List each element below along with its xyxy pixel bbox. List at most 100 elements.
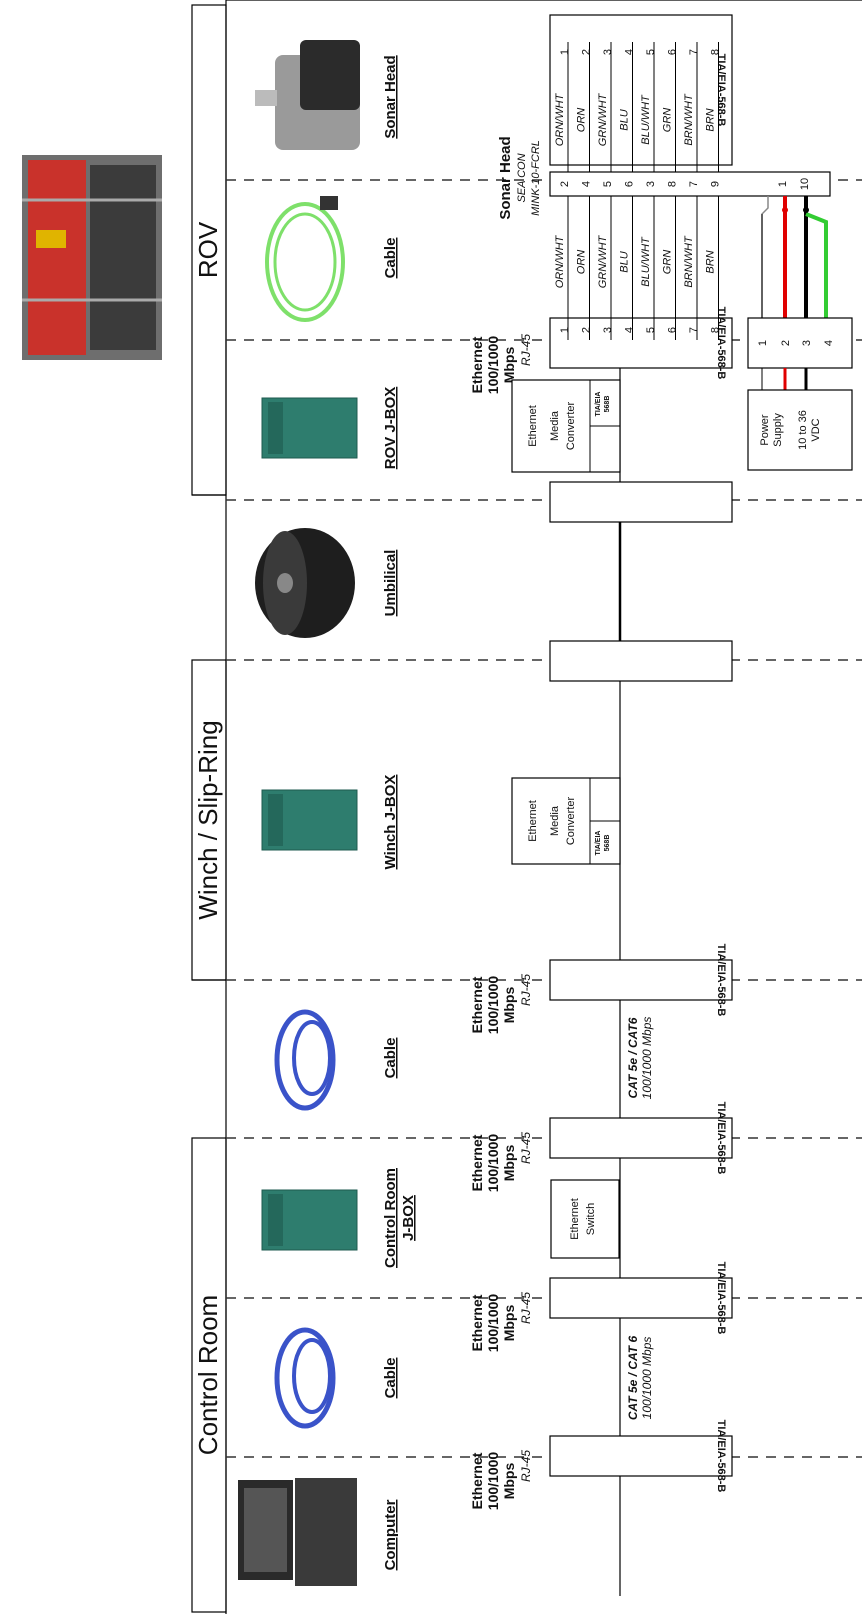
component-label-cable-rov: Cable [382, 238, 399, 279]
rov-media-converter: Ethernet Media Converter TIA/EIA 568B [512, 368, 620, 472]
ethernet-line2: 100/1000 [485, 336, 501, 395]
tia-connector-box [550, 960, 732, 1000]
tia-connector-label: TIA/EIA-568-B [715, 1262, 727, 1335]
pin-number-sonar-mink: 6 [624, 181, 636, 187]
switch-line1: Ethernet [569, 1198, 581, 1240]
tia-connector-box [550, 1118, 732, 1158]
section-title-rov: ROV [193, 221, 223, 278]
power-terminal-number: 1 [757, 340, 769, 346]
pin-number-rov-tia: 8 [710, 327, 722, 333]
pin-number-sonar-tia: 5 [645, 49, 657, 55]
pin-number-sonar-mink: 9 [710, 181, 722, 187]
cable-spec-control-line1: CAT 5e / CAT 6 [626, 1336, 640, 1421]
umbilical-termination-rov [550, 482, 732, 522]
pin-color-upper: BRN [705, 108, 717, 131]
pin-number-rov-tia: 3 [602, 327, 614, 333]
pin-number-rov-tia: 4 [624, 327, 636, 333]
ethernet-line2: 100/1000 [485, 1452, 501, 1511]
sonar-tia-label: TIA/EIA-568-B [715, 54, 727, 127]
pin-color-upper: GRN/WHT [597, 92, 609, 146]
ethernet-switch: Ethernet Switch [551, 1180, 619, 1258]
power-terminal-number: 3 [801, 340, 813, 346]
umbilical-termination-winch [550, 641, 732, 681]
sonar-head-icon [255, 40, 360, 150]
pin-color-upper: ORN/WHT [554, 92, 566, 146]
blue-cable-icon [277, 1012, 333, 1108]
pin-number-rov-tia: 6 [667, 327, 679, 333]
tia-connector-label: TIA/EIA-568-B [715, 944, 727, 1017]
component-label-cable-winch: Cable [382, 1038, 399, 1079]
component-label-winch-jbox: Winch J-BOX [382, 775, 399, 870]
component-label-sonar-head: Sonar Head [382, 55, 399, 138]
ethernet-line2: 100/1000 [485, 1294, 501, 1353]
pin-number-rov-tia: 5 [645, 327, 657, 333]
component-label-cable-control: Cable [382, 1358, 399, 1399]
green-cable-icon [267, 196, 343, 320]
pin-color-lower: ORN [576, 250, 588, 275]
umbilical-reel-icon [255, 528, 355, 638]
ethernet-line3: Mbps [501, 1145, 517, 1182]
rov-tia-connector [550, 318, 732, 368]
pin-color-lower: GRN/WHT [597, 234, 609, 288]
winch-mc-port1: TIA/EIA [595, 831, 602, 856]
winch-mc-port2: 568B [604, 835, 611, 852]
ethernet-line3: Mbps [501, 1305, 517, 1342]
rj45-label: RJ-45 [519, 1132, 533, 1164]
power-terminal-number: 4 [823, 340, 835, 346]
section-title-winch: Winch / Slip-Ring [193, 720, 223, 919]
rov-mc-port1: TIA/EIA [595, 392, 602, 417]
pin-number-sonar-mink: 7 [688, 181, 700, 187]
rov-mc-line2: Media [549, 410, 561, 441]
power-wires-lower [762, 368, 806, 390]
power-terminal-number: 2 [780, 340, 792, 346]
component-label-control-jbox-2: J-BOX [400, 1195, 417, 1241]
tia-connector-label: TIA/EIA-568-B [715, 1420, 727, 1493]
ethernet-line3: Mbps [501, 987, 517, 1024]
rov-mc-line1: Ethernet [527, 405, 539, 447]
pin-color-upper: ORN [576, 108, 588, 133]
ethernet-line2: 100/1000 [485, 1134, 501, 1193]
pin-color-upper: BLU [619, 109, 631, 130]
pin-number-power: 10 [799, 178, 811, 190]
pin-color-upper: GRN [662, 108, 674, 133]
pin-color-lower: BRN/WHT [683, 235, 695, 288]
cable-spec-winch-line2: 100/1000 Mbps [640, 1017, 654, 1100]
pin-number-sonar-tia: 6 [667, 49, 679, 55]
pin-color-upper: BLU/WHT [640, 94, 652, 145]
jbox-icon [262, 790, 357, 850]
component-label-control-jbox-1: Control Room [382, 1168, 399, 1268]
rov-mc-port2: 568B [604, 396, 611, 413]
component-label-umbilical: Umbilical [382, 550, 399, 617]
sonar-connector-title: Sonar Head [497, 136, 514, 219]
ethernet-line1: Ethernet [469, 976, 485, 1033]
rov-vehicle-icon [22, 155, 162, 360]
component-label-computer: Computer [382, 1499, 399, 1570]
ethernet-line1: Ethernet [469, 1294, 485, 1351]
pin-number-power: 1 [777, 181, 789, 187]
pin-number-sonar-mink: 5 [602, 181, 614, 187]
tia-connector-box [550, 1278, 732, 1318]
rj45-label: RJ-45 [519, 1450, 533, 1482]
power-supply-line3: 10 to 36 [797, 410, 809, 450]
pin-color-upper: BRN/WHT [683, 93, 695, 146]
cable-spec-winch-line1: CAT 5e / CAT6 [626, 1017, 640, 1098]
pin-number-rov-tia: 2 [581, 327, 593, 333]
laptop-icon [238, 1478, 357, 1586]
tia-connector-box [550, 1436, 732, 1476]
pin-color-lower: BLU [619, 251, 631, 272]
rov-mc-line3: Converter [565, 402, 577, 451]
power-supply-line2: Supply [772, 413, 784, 447]
winch-mc-line1: Ethernet [527, 800, 539, 842]
winch-mc-line2: Media [549, 805, 561, 836]
pin-number-sonar-tia: 1 [559, 49, 571, 55]
pin-color-lower: BRN [705, 250, 717, 273]
pin-number-sonar-mink: 4 [581, 181, 593, 187]
sonar-connector-maker: SEA CON [516, 153, 528, 202]
tia-connector-label: TIA/EIA-568-B [715, 1102, 727, 1175]
pin-number-sonar-tia: 7 [688, 49, 700, 55]
blue-cable-icon [277, 1330, 333, 1426]
ethernet-line1: Ethernet [469, 1134, 485, 1191]
jbox-icon [262, 1190, 357, 1250]
